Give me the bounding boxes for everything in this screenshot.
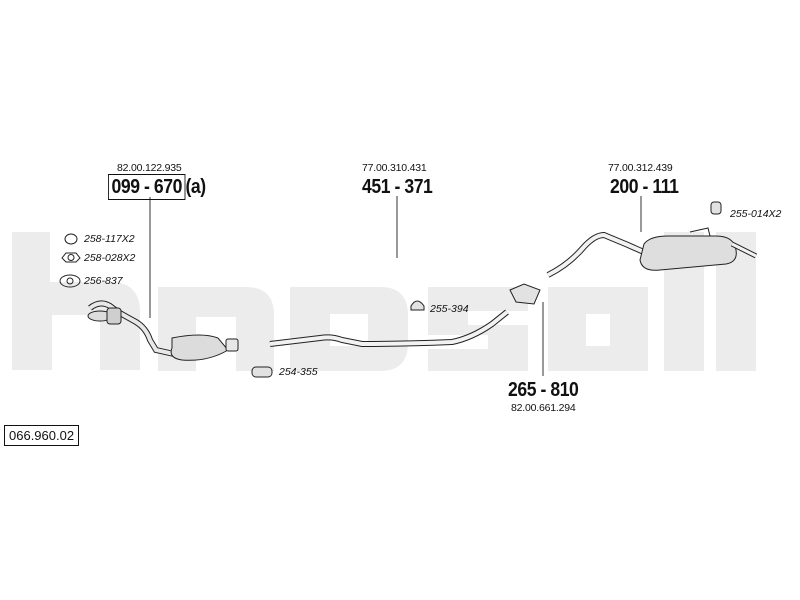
clamp-254-355-icon <box>251 366 273 378</box>
hanger-255-014-icon <box>710 201 722 215</box>
accessory-label[interactable]: 255-014X2 <box>730 208 782 220</box>
accessory-label[interactable]: 256-837 <box>84 275 123 287</box>
connector-parts <box>59 201 722 378</box>
oem-number-200-111: 77.00.312.439 <box>608 162 673 174</box>
accessory-label[interactable]: 258-028X2 <box>84 252 136 264</box>
rear-silencer <box>546 227 758 278</box>
part-number-265-810[interactable]: 265 - 810 <box>508 379 579 401</box>
nut-icon <box>61 252 81 263</box>
oem-number-265-810: 82.00.661.294 <box>511 402 576 414</box>
leader-lines <box>149 196 642 376</box>
front-pipe-catalyst <box>87 300 239 361</box>
flange-gasket-icon <box>59 274 81 288</box>
joint-265-810-icon <box>509 283 541 305</box>
oem-number-451-371: 77.00.310.431 <box>362 162 427 174</box>
diagram-id-box: 066.960.02 <box>4 425 80 446</box>
oem-number-099-670: 82.00.122.935 <box>117 162 182 174</box>
intermediate-pipe <box>269 309 509 348</box>
accessory-label[interactable]: 255-394 <box>430 303 469 315</box>
part-number-099-670[interactable]: 099 - 670(a) <box>108 174 206 200</box>
ring-gasket-icon <box>64 233 78 245</box>
accessory-label[interactable]: 254-355 <box>279 366 318 378</box>
part-number-451-371[interactable]: 451 - 371 <box>362 176 433 198</box>
part-number-200-111[interactable]: 200 - 111 <box>610 176 679 198</box>
mount-255-394-icon <box>410 300 425 311</box>
accessory-label[interactable]: 258-117X2 <box>84 233 135 245</box>
